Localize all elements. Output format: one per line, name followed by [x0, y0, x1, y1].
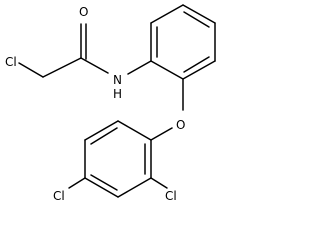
- atom-labels: Cl O N H O Cl Cl: [5, 5, 185, 203]
- chlorine-para-label: Cl: [53, 189, 65, 203]
- bond-ether-oxygen-ring: [150, 127, 173, 141]
- bond-ring-cl-para: [68, 177, 86, 189]
- bond-ch2-carbonyl: [42, 57, 82, 78]
- ring1-bond-6: [150, 60, 184, 80]
- ring2-bond-5: [84, 120, 119, 141]
- ether-oxygen-label: O: [176, 118, 185, 132]
- bond-cl-ch2: [18, 62, 44, 78]
- ring2-inner-bond-c: [90, 127, 118, 145]
- ring1-inner-bond-c: [183, 56, 210, 73]
- carbonyl-oxygen-label: O: [79, 5, 88, 19]
- ring2-bond-6: [117, 120, 152, 141]
- bond-nitrogen-ring: [127, 60, 152, 75]
- ring2-inner-bond-b: [90, 174, 118, 191]
- chemical-structure: Cl O N H O Cl Cl: [5, 4, 216, 203]
- ring1-bond-2: [150, 4, 184, 24]
- ring1-bond-5: [182, 60, 216, 80]
- bond-carbonyl-nitrogen: [80, 57, 109, 74]
- amide-hydrogen-label: H: [113, 87, 122, 101]
- bond-ring-cl-ortho: [150, 177, 168, 189]
- ring2-bond-2: [117, 177, 152, 198]
- chlorine-chloroacetyl-label: Cl: [5, 55, 17, 69]
- ring1-bond-3: [182, 4, 216, 24]
- ring1-inner-bond-b: [183, 11, 210, 28]
- chlorine-ortho-label: Cl: [165, 189, 177, 203]
- ring2-bond-3: [84, 177, 119, 198]
- bonds: [18, 4, 216, 198]
- amide-nitrogen-label: N: [113, 73, 122, 87]
